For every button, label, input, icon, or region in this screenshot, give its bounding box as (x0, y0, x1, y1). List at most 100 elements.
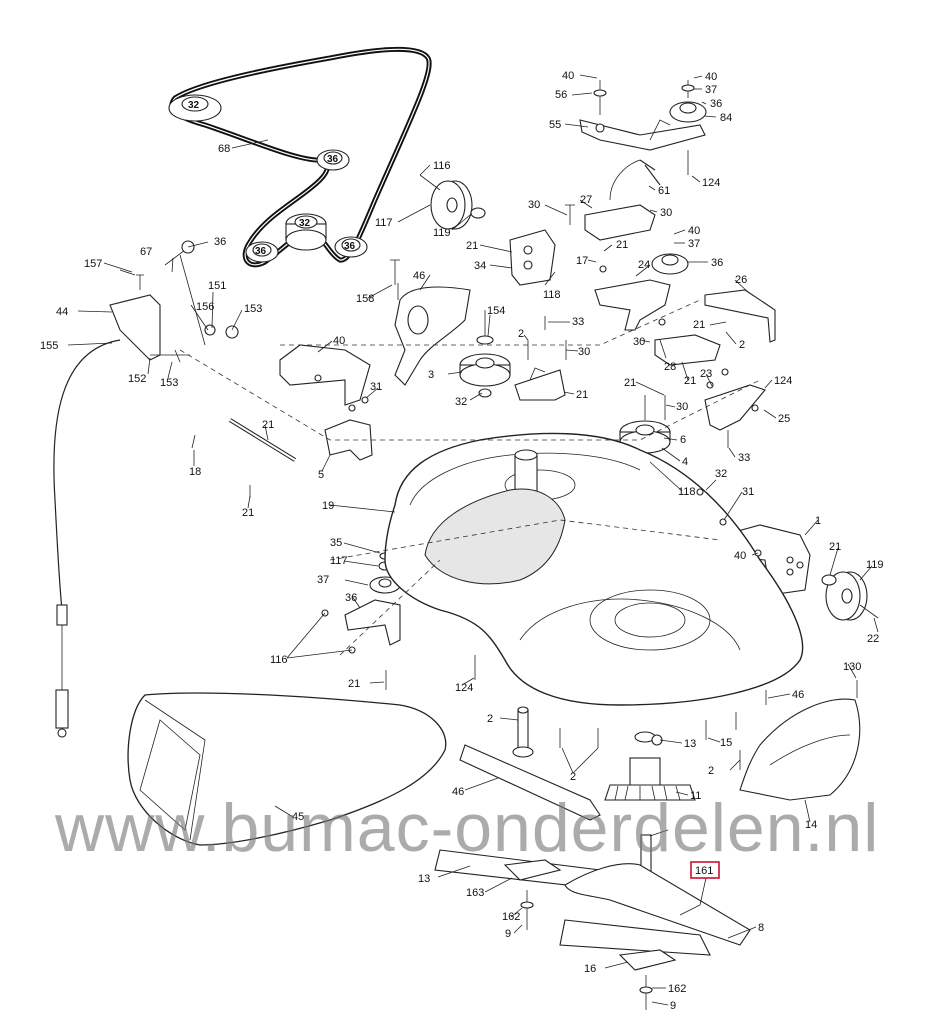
callout-2c: 46 (792, 689, 804, 701)
callout-2a: 33 (572, 316, 584, 328)
callout-25: 124 (774, 375, 792, 387)
callout-21e: 28 (664, 361, 676, 373)
callout-21d: 31 (370, 381, 382, 393)
callout-13a: 2 (487, 713, 493, 725)
callout-116b: 22 (867, 633, 879, 645)
callout-119b: 21 (829, 541, 841, 553)
callout-124c: 21 (348, 678, 360, 690)
callout-124b: 30 (676, 401, 688, 413)
callout-45: 14 (805, 819, 817, 831)
callout-4: 5 (318, 469, 324, 481)
callout-21b: 21 (466, 240, 478, 252)
callout-30e: 21 (624, 377, 636, 389)
callout-5: 18 (189, 466, 201, 478)
callout-30a: 30 (528, 199, 540, 211)
callout-14: 11 (690, 790, 701, 802)
callout-31b: 118 (678, 486, 696, 498)
callout-32c: 3 (428, 369, 434, 381)
bracket-26 (704, 289, 776, 343)
callout-37a: 37 (705, 84, 717, 96)
callout-117b: 119 (866, 559, 884, 571)
highlight-box-163 (690, 861, 720, 879)
callout-18: 33 (738, 452, 750, 464)
idler-arm-27 (565, 159, 689, 275)
lift-lever-bracket (109, 240, 239, 363)
callout-9b: 162 (668, 983, 686, 995)
callout-6: 21 (262, 419, 274, 431)
callout-161: 13 (418, 873, 430, 885)
callout-21j: 116 (270, 654, 288, 666)
callout-158: 157 (84, 258, 102, 270)
callout-162b: 16 (584, 963, 596, 975)
callout-55: 55 (549, 119, 561, 131)
bracket-3 (279, 344, 371, 406)
lift-cable (53, 339, 121, 738)
idler-arm-23 (654, 334, 721, 366)
callout-151: 44 (56, 306, 68, 318)
callout-46b: 130 (843, 661, 861, 673)
callout-8: 9 (505, 928, 511, 940)
callout-68: 68 (218, 143, 230, 155)
callout-21c: 30 (633, 336, 645, 348)
callout-40a: 40 (562, 70, 574, 82)
callout-numbers: 40 56 55 40 37 36 84 124 61 30 27 30 40 … (40, 70, 884, 1012)
callout-44: 46 (413, 270, 425, 282)
callout-30d: 30 (578, 346, 590, 358)
deflector-45 (739, 698, 861, 801)
callout-16: 8 (758, 922, 764, 934)
idler-bracket-24 (594, 279, 671, 331)
adapter-162-upper (503, 859, 562, 881)
callout-154: 153 (160, 377, 178, 389)
callout-119a: 119 (433, 227, 451, 239)
callout-33a: 154 (487, 305, 505, 317)
discharge-chute (127, 692, 447, 846)
pulley-label-36-right: 36 (327, 154, 339, 165)
callout-9a: 162 (502, 911, 520, 923)
callout-36a: 36 (710, 98, 722, 110)
callout-23: 21 (684, 375, 696, 387)
callout-3: 40 (333, 335, 345, 347)
callout-13b: 45 (292, 811, 304, 823)
gauge-wheel-117-top (419, 174, 486, 230)
callout-1: 19 (322, 500, 334, 512)
callout-27: 27 (580, 194, 592, 206)
callout-35: 1 (815, 515, 821, 527)
callout-24: 24 (638, 259, 650, 271)
callout-19: 21 (242, 507, 254, 519)
callout-2e: 2 (570, 771, 576, 783)
callout-36b: 36 (711, 257, 723, 269)
callout-28: 21 (576, 389, 588, 401)
callout-116a: 116 (433, 160, 451, 172)
callout-46a: 158 (356, 293, 374, 305)
pulley-label-36-bottom-right: 36 (344, 241, 356, 252)
callout-46c: 2 (708, 765, 714, 777)
callout-124a: 124 (702, 177, 720, 189)
callout-2d: 15 (720, 737, 732, 749)
callout-130: 124 (455, 682, 473, 694)
callout-153a: 156 (196, 301, 214, 313)
blade-bolts (520, 890, 653, 1010)
callout-21g: 25 (778, 413, 790, 425)
center-pulley-assembly (459, 310, 511, 398)
callout-22: 36 (345, 592, 357, 604)
callout-15: 13 (684, 738, 696, 750)
pulley-label-36-bottom-left: 36 (255, 246, 267, 257)
spindle-housing-14 (604, 731, 696, 801)
belt-pulleys: 32 36 32 36 36 (168, 94, 368, 263)
callout-17: 17 (576, 255, 588, 267)
blade-16 (559, 863, 751, 956)
callout-40d: 2 (739, 339, 745, 351)
callout-11: 46 (452, 786, 464, 798)
callout-152: 155 (40, 340, 58, 352)
callout-20: 9 (670, 1000, 676, 1012)
callout-21h: 31 (742, 486, 754, 498)
callout-2b: 21 (693, 319, 705, 331)
callout-26: 26 (735, 274, 747, 286)
callout-67: 36 (214, 236, 226, 248)
adapter-162-lower (618, 949, 677, 971)
callout-37b: 37 (688, 238, 700, 250)
spindle-13 (512, 706, 534, 758)
callout-84: 84 (720, 112, 732, 124)
deck-hidden-lines (179, 299, 761, 656)
